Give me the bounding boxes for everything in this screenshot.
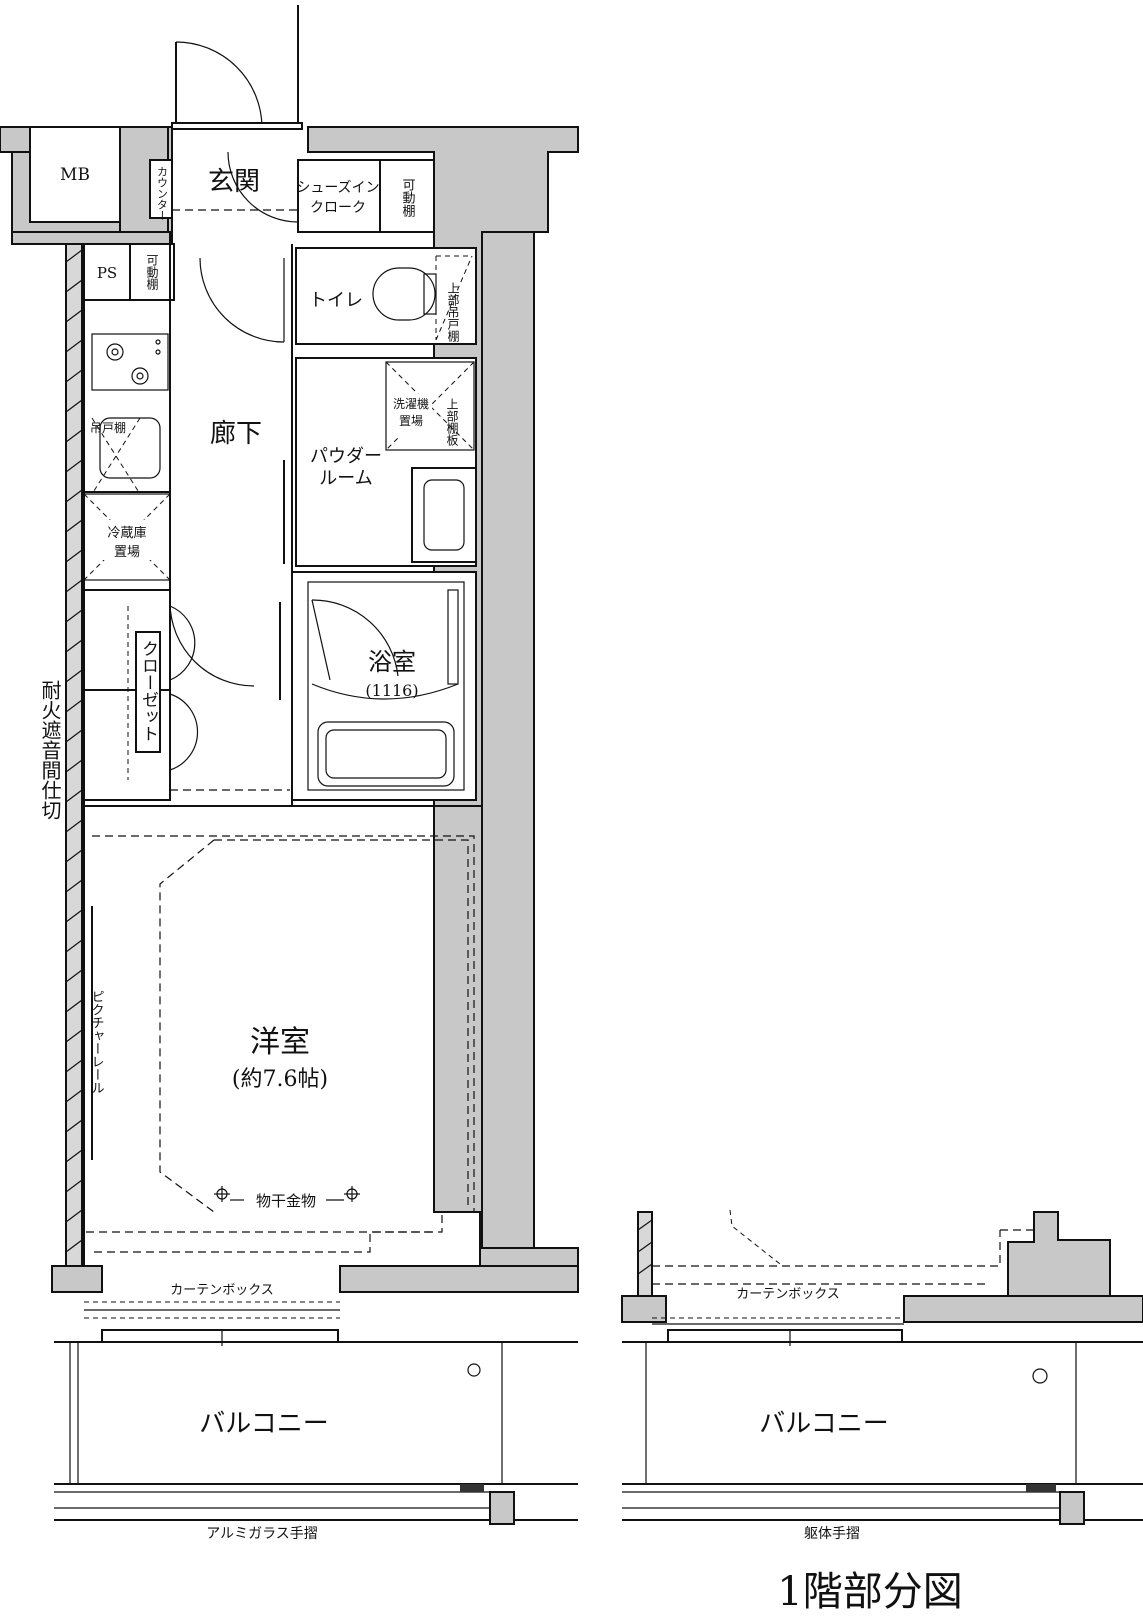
powder-room-label-1: パウダー xyxy=(310,446,382,467)
western-room-size-label: (約7.6帖) xyxy=(232,1067,328,1092)
picture-rail-label: ピクチャーレール xyxy=(89,990,104,1094)
curtain-box-label: カーテンボックス xyxy=(170,1283,274,1298)
fire-partition-label: 耐火遮音間仕切 xyxy=(38,680,62,820)
hallway-label: 廊下 xyxy=(210,419,262,449)
ps-shelf-label: 可動棚 xyxy=(145,254,159,291)
shoes-shelf-label: 可動棚 xyxy=(400,178,416,217)
balcony-main-label: バルコニー xyxy=(199,1409,328,1439)
bathroom-label: 浴室 xyxy=(368,648,416,676)
counter: カウンター xyxy=(149,159,173,221)
fire-partition-wall xyxy=(65,243,83,1267)
kitchen: 吊戸棚 xyxy=(83,299,171,495)
first-floor-curtain-box-label: カーテンボックス xyxy=(736,1287,840,1302)
closet: クローゼット xyxy=(83,589,199,801)
mb-label: MB xyxy=(60,165,90,185)
laundry-hanger: 物干金物 xyxy=(214,1186,360,1210)
closet-label: クローゼット xyxy=(138,640,158,742)
entrance-area: 玄関 xyxy=(172,151,300,223)
toilet-room: トイレ 上部吊戸棚 xyxy=(295,247,477,345)
shoes-closet-label-1: シューズイン xyxy=(296,180,379,196)
mb-space: MB xyxy=(29,126,121,223)
interior-walls xyxy=(83,244,483,1266)
fridge-label-2: 置場 xyxy=(114,545,140,560)
hanging-cabinet-label: 吊戸棚 xyxy=(90,420,126,435)
washer-label-1: 洗濯機 xyxy=(393,396,429,411)
laundry-hanger-label: 物干金物 xyxy=(256,1192,316,1210)
western-room: 洋室 (約7.6帖) ピクチャーレール 物干金物 カーテンボックス xyxy=(86,835,475,1298)
upper-cabinet-label: 上部吊戸棚 xyxy=(446,282,460,343)
shoes-closet-label-2: クローク xyxy=(310,200,366,216)
powder-room: 洗濯機 置場 上部棚板 パウダー ルーム xyxy=(283,357,477,567)
fridge-space: 冷蔵庫 置場 xyxy=(83,493,171,581)
bathroom-size-label: (1116) xyxy=(365,681,418,700)
washer-label-2: 置場 xyxy=(399,414,423,428)
first-floor-balcony-label: バルコニー xyxy=(759,1409,888,1439)
balcony-main: バルコニー アルミガラス手摺 xyxy=(54,1341,578,1542)
balcony-main-handrail-label: アルミガラス手摺 xyxy=(206,1526,318,1542)
ps-space: PS 可動棚 xyxy=(83,243,175,301)
western-room-label: 洋室 xyxy=(250,1025,310,1060)
ps-label: PS xyxy=(97,264,117,282)
counter-label: カウンター xyxy=(156,166,169,221)
entrance-door xyxy=(171,5,303,130)
entrance-label: 玄関 xyxy=(208,167,260,197)
powder-room-label-2: ルーム xyxy=(319,468,372,489)
first-floor-partial: カーテンボックス バルコニー 躯体手摺 xyxy=(621,1209,1143,1542)
shoes-in-closet: シューズイン クローク 可動棚 xyxy=(296,159,435,233)
plan-caption: 1階部分図 xyxy=(777,1569,962,1615)
fridge-label-1: 冷蔵庫 xyxy=(107,526,146,541)
toilet-label: トイレ xyxy=(309,290,363,311)
upper-shelf-label: 上部棚板 xyxy=(445,398,459,447)
hallway: 廊下 xyxy=(169,232,290,800)
first-floor-handrail-label: 躯体手摺 xyxy=(804,1526,860,1542)
main-window xyxy=(84,1301,340,1346)
bathroom: 浴室 (1116) xyxy=(291,571,477,801)
